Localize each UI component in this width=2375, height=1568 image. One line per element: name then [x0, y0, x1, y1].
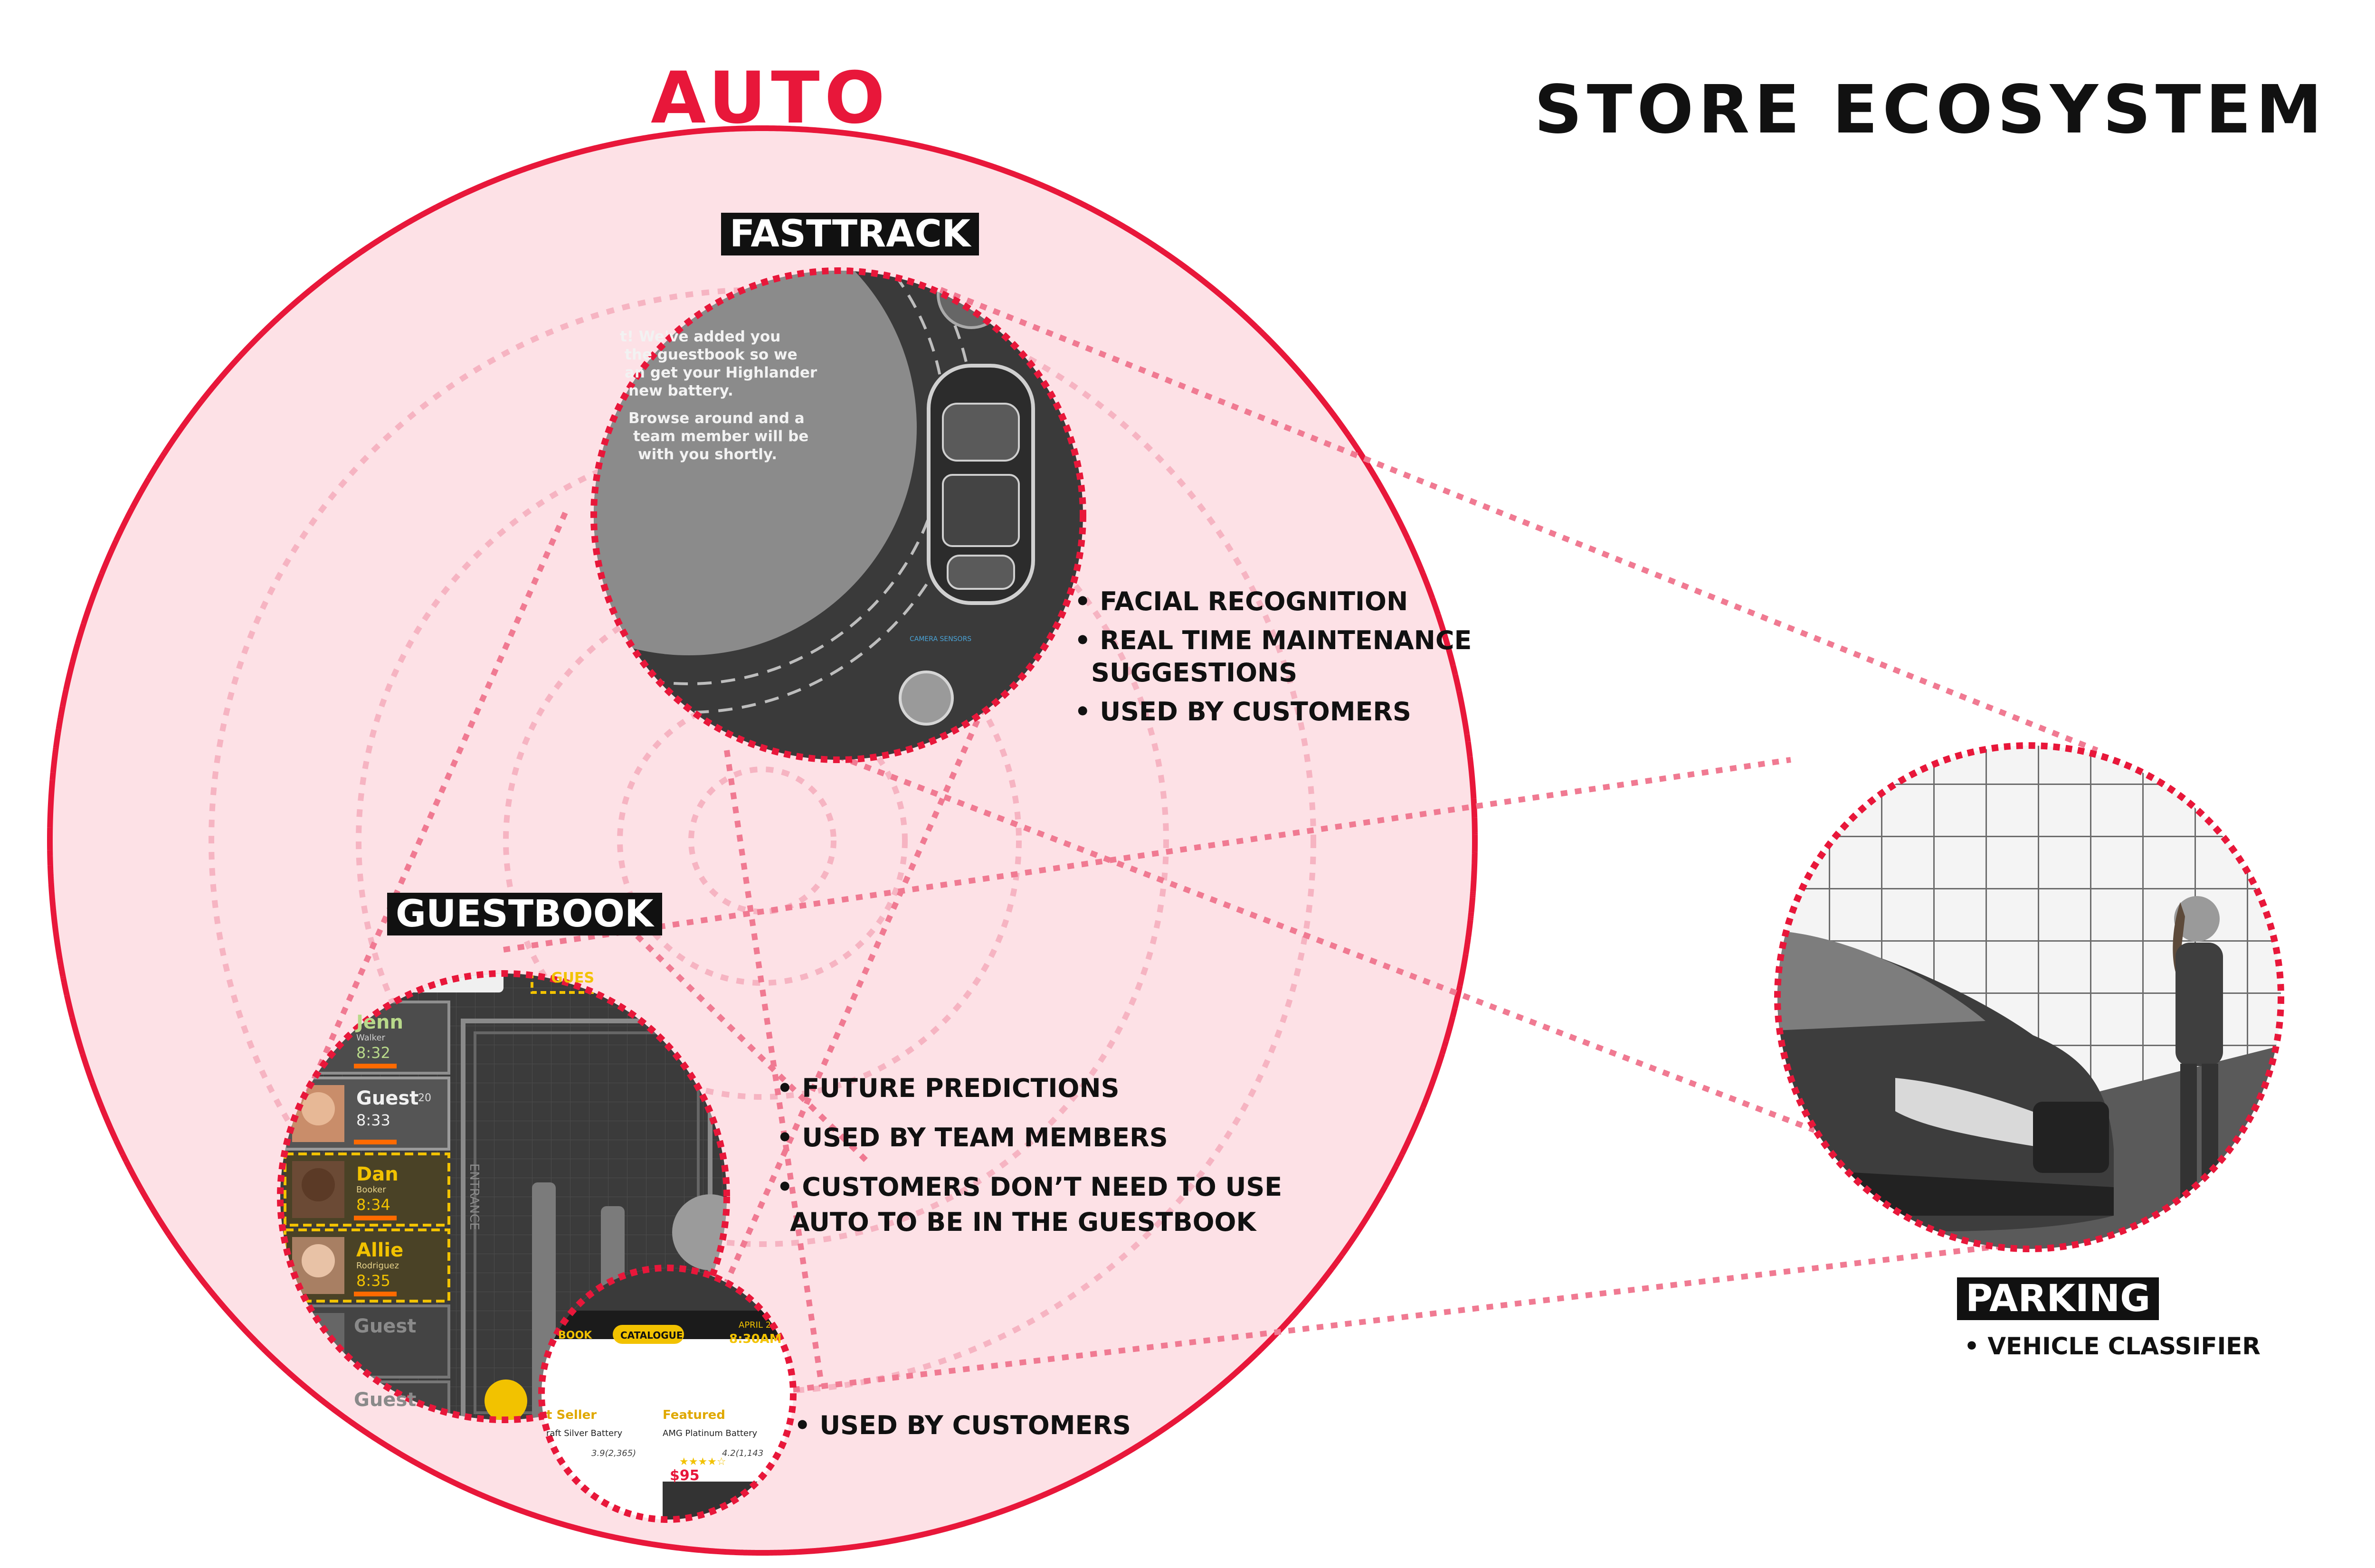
header-time: 8:30AM: [729, 1332, 782, 1346]
bullet-item: SUGGESTIONS: [1091, 658, 1298, 688]
bullet-item: • FACIAL RECOGNITION: [1074, 586, 1408, 616]
best-seller-heading: t Seller: [546, 1408, 597, 1422]
guest-sub: Walker: [356, 1033, 385, 1043]
decorative-rings: [209, 287, 1316, 1394]
header-date: APRIL 2: [739, 1320, 771, 1330]
message-line: an get your Highlander: [625, 364, 817, 381]
bullet-item: • USED BY CUSTOMERS: [794, 1410, 1131, 1440]
guest-name: Guest: [354, 1315, 417, 1337]
featured-heading: Featured: [663, 1408, 725, 1422]
guest-time: 8:32: [356, 1044, 390, 1062]
guest-name: Allie: [356, 1239, 404, 1261]
bullet-item: AUTO TO BE IN THE GUESTBOOK: [790, 1207, 1256, 1237]
featured-item: AMG Platinum Battery: [663, 1428, 758, 1438]
svg-text:CAMERA SENSORS: CAMERA SENSORS: [910, 635, 971, 643]
bullet-item: • CUSTOMERS DON’T NEED TO USE: [777, 1172, 1282, 1202]
bullet-item: • VEHICLE CLASSIFIER: [1964, 1332, 2261, 1360]
bullet-item: • FUTURE PREDICTIONS: [777, 1073, 1120, 1103]
bullet-item: • USED BY TEAM MEMBERS: [777, 1123, 1168, 1152]
fasttrack-message: t! We've added you the guestbook so we a…: [620, 328, 817, 463]
auto-title: AUTO: [651, 57, 890, 140]
guestbook-header: GUES: [551, 970, 595, 986]
guest-sub: 20: [418, 1092, 431, 1104]
connector-lines: [301, 287, 2099, 1394]
guestbook-bullets: • FUTURE PREDICTIONS • USED BY TEAM MEMB…: [777, 1076, 1282, 1235]
featured-price: $95: [670, 1467, 700, 1484]
message-line: the guestbook so we: [625, 346, 798, 363]
guest-name: Guest: [354, 1389, 417, 1411]
tab-catalogue: CATALOGUE: [620, 1330, 683, 1341]
parking-label: PARKING: [1957, 1277, 2159, 1320]
message-line: with you shortly.: [638, 446, 778, 463]
featured-rating: 4.2(1,143: [722, 1448, 764, 1458]
guest-time: 8:34: [356, 1196, 390, 1214]
svg-text:★★★★☆: ★★★★☆: [679, 1456, 726, 1468]
best-seller-rating: 3.9(2,365): [591, 1448, 636, 1458]
guestbook-label: GUESTBOOK: [387, 893, 662, 935]
message-line: new battery.: [628, 382, 733, 399]
message-line: team member will be: [633, 428, 809, 445]
store-ecosystem-title: STORE ECOSYSTEM: [1534, 71, 2327, 149]
fasttrack-label: FASTTRACK: [721, 213, 979, 255]
best-seller-item: raft Silver Battery: [546, 1428, 623, 1438]
guest-name: Dan: [356, 1163, 399, 1185]
bullet-item: • USED BY CUSTOMERS: [1074, 697, 1411, 727]
svg-text:ENTRANCE: ENTRANCE: [467, 1163, 481, 1230]
tab-book: BOOK: [558, 1330, 592, 1341]
guest-name: Guest: [356, 1087, 419, 1109]
message-line: t! We've added you: [620, 328, 781, 345]
car-top-view: [927, 364, 1035, 605]
guest-sub: Rodriguez: [356, 1261, 399, 1271]
parking-bullets: • VEHICLE CLASSIFIER: [1964, 1334, 2261, 1358]
guest-time: 8:33: [356, 1111, 390, 1129]
message-line: Browse around and a: [628, 410, 805, 427]
guest-sub: Booker: [356, 1185, 386, 1195]
fasttrack-bullets: • FACIAL RECOGNITION • REAL TIME MAINTEN…: [1074, 589, 1472, 725]
bullet-item: • REAL TIME MAINTENANCE: [1074, 625, 1472, 655]
guest-time: 8:35: [356, 1272, 390, 1290]
fasttrack-screen: CAMERA SENSORS: [594, 271, 1083, 760]
catalogue-bullets: • USED BY CUSTOMERS: [794, 1413, 1131, 1438]
guest-name: Jenn: [356, 1011, 403, 1033]
